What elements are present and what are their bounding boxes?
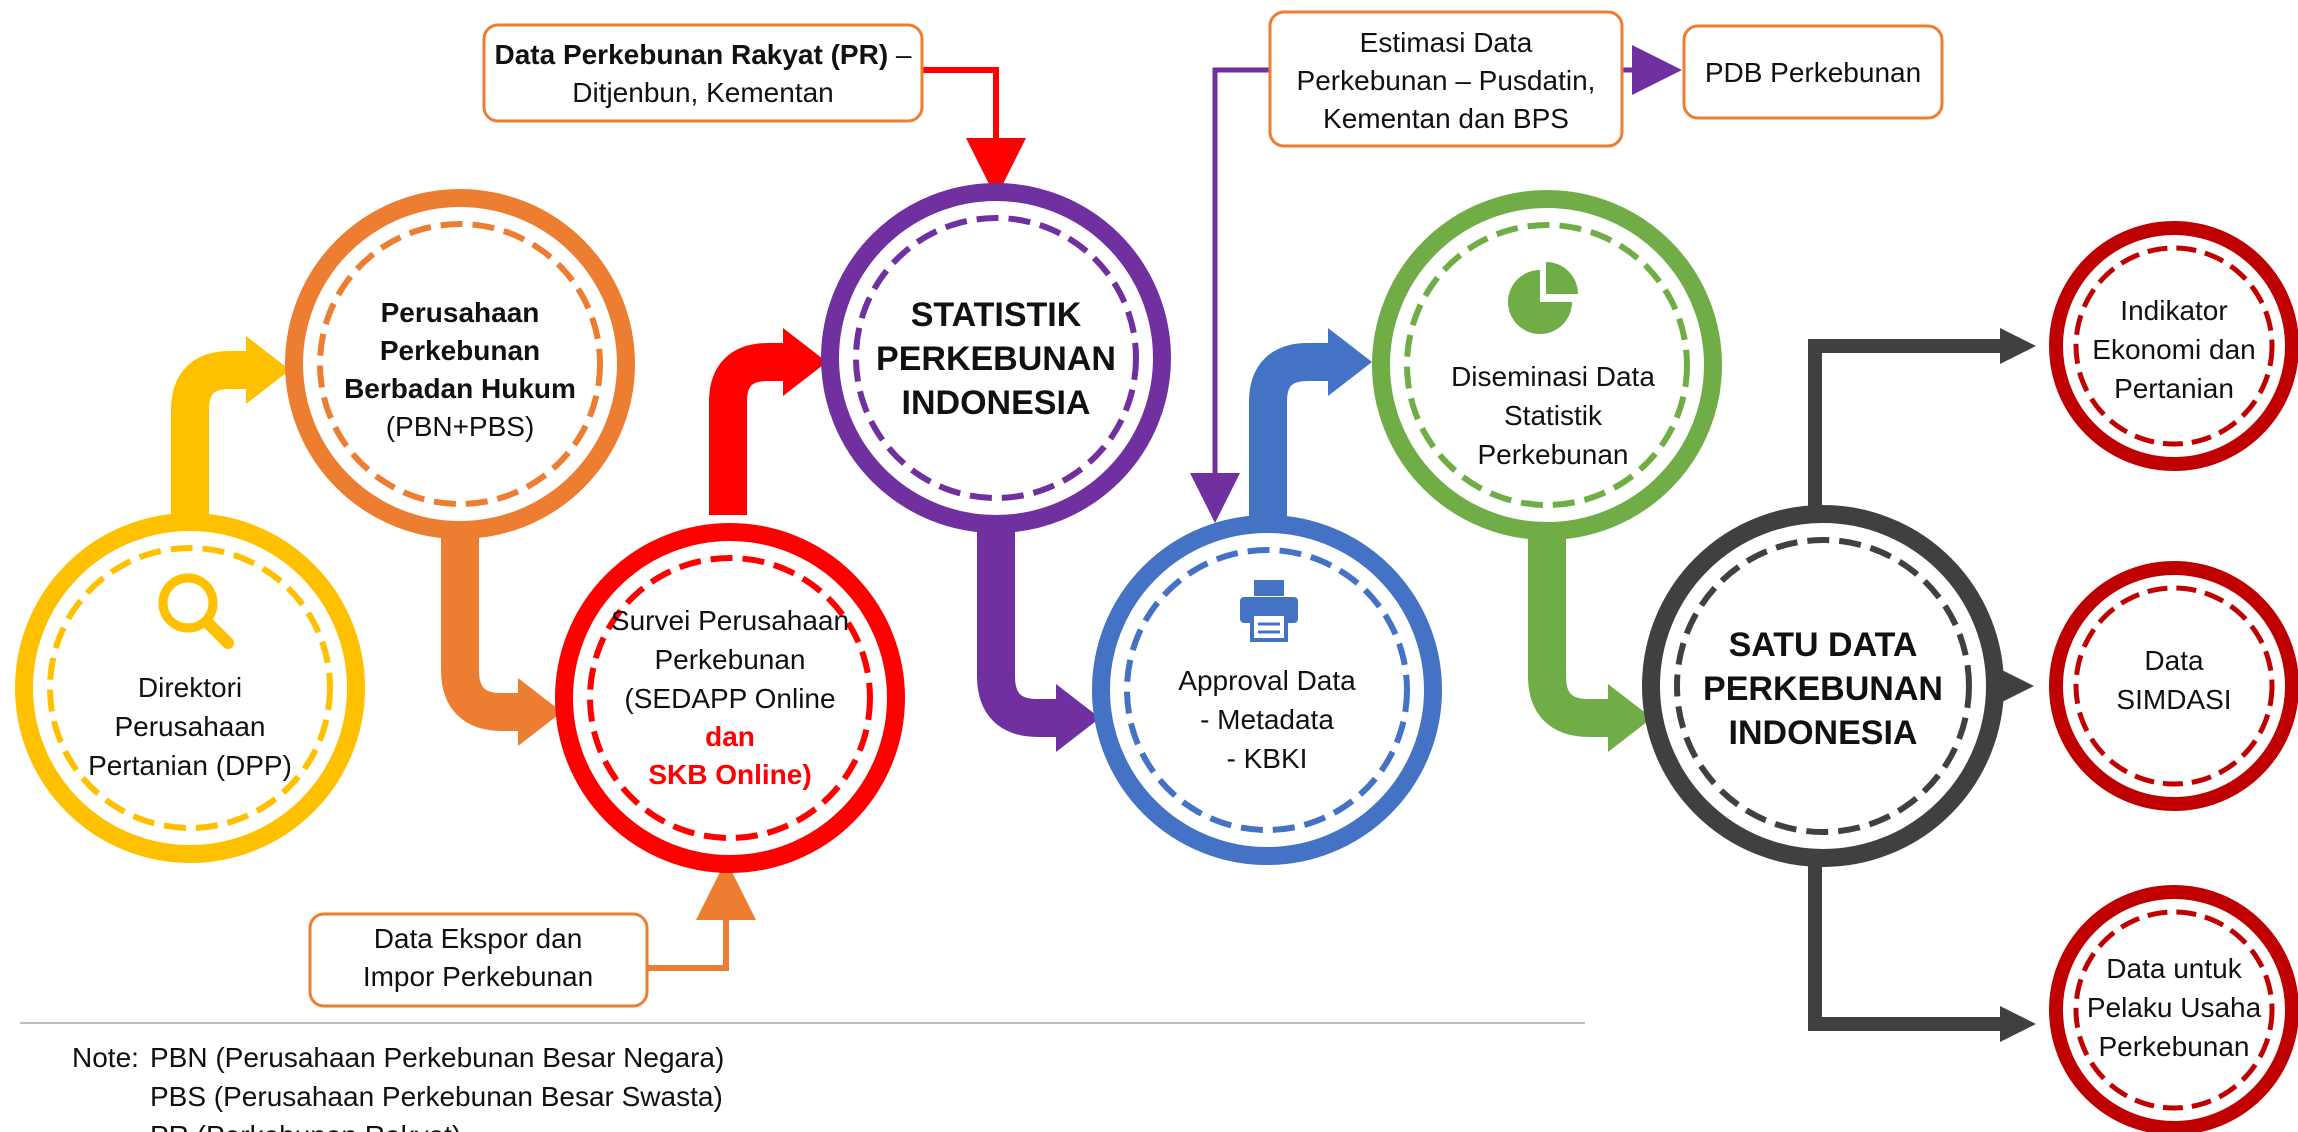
rakyat-line-1-dash: – [888, 39, 912, 70]
estimasi-line-2: Perkebunan – Pusdatin, [1297, 65, 1596, 96]
survei-line-5: SKB Online) [648, 759, 811, 790]
approval-line-3: - KBKI [1227, 743, 1308, 774]
connector-statistik-to-approval [977, 530, 1100, 752]
pelaku-line-1: Data untuk [2106, 953, 2242, 984]
connector-survei-to-statistik [709, 328, 827, 515]
pdb-label: PDB Perkebunan [1705, 57, 1921, 88]
pbh-line-4: (PBN+PBS) [386, 411, 535, 442]
pbh-line-2: Perkebunan [380, 335, 540, 366]
node-survei: Survei Perusahaan Perkebunan (SEDAPP Onl… [555, 523, 905, 873]
node-diseminasi: Diseminasi Data Statistik Perkebunan [1372, 190, 1722, 540]
simdasi-line-1: Data [2144, 645, 2204, 676]
rakyat-line-1-bold: Data Perkebunan Rakyat (PR) [494, 39, 888, 70]
connector-estimasi-to-approval [1190, 67, 1270, 523]
rakyat-line-2: Ditjenbun, Kementan [572, 77, 834, 108]
box-pdb: PDB Perkebunan [1682, 24, 1944, 120]
statistik-line-1: STATISTIK [911, 296, 1082, 334]
estimasi-line-1: Estimasi Data [1360, 27, 1533, 58]
survei-line-1: Survei Perusahaan [611, 605, 849, 636]
connector-pbh-to-survei [441, 530, 562, 746]
satu-data-line-3: INDONESIA [1729, 714, 1918, 752]
box-rakyat: Data Perkebunan Rakyat (PR) – Ditjenbun,… [482, 23, 924, 123]
node-simdasi: Data SIMDASI [2049, 561, 2298, 811]
printer-icon [1240, 580, 1298, 642]
note: Note: PBN (Perusahaan Perkebunan Besar N… [72, 1042, 724, 1132]
connector-ekspor-to-survei [647, 860, 756, 971]
statistik-line-3: INDONESIA [902, 384, 1091, 422]
survei-line-2: Perkebunan [654, 644, 805, 675]
connector-satu-data-branches [1808, 328, 2036, 1042]
connector-dpp-to-pbh [171, 336, 290, 520]
diseminasi-line-3: Perkebunan [1477, 439, 1628, 470]
note-line-1: PBN (Perusahaan Perkebunan Besar Negara) [150, 1042, 724, 1073]
dpp-line-1: Direktori [138, 672, 242, 703]
note-line-2: PBS (Perusahaan Perkebunan Besar Swasta) [150, 1081, 723, 1112]
approval-line-2: - Metadata [1200, 704, 1334, 735]
rakyat-line-1: Data Perkebunan Rakyat (PR) – [494, 39, 911, 70]
magnifier-icon [158, 573, 234, 649]
satu-data-line-1: SATU DATA [1729, 626, 1918, 664]
pelaku-line-3: Perkebunan [2098, 1031, 2249, 1062]
connector-rakyat-to-statistik [922, 67, 1026, 198]
box-estimasi: Estimasi Data Perkebunan – Pusdatin, Kem… [1268, 10, 1624, 148]
indikator-line-1: Indikator [2120, 295, 2227, 326]
node-statistik: STATISTIK PERKEBUNAN INDONESIA [821, 183, 1171, 533]
statistik-line-2: PERKEBUNAN [876, 340, 1116, 378]
node-indikator: Indikator Ekonomi dan Pertanian [2049, 221, 2298, 471]
node-satu-data: SATU DATA PERKEBUNAN INDONESIA [1642, 505, 2004, 867]
node-dpp: Direktori Perusahaan Pertanian (DPP) [15, 513, 365, 863]
pelaku-line-2: Pelaku Usaha [2087, 992, 2262, 1023]
diseminasi-line-1: Diseminasi Data [1451, 361, 1655, 392]
note-line-3: PR (Perkebunan Rakyat) [150, 1120, 461, 1132]
node-pbh: Perusahaan Perkebunan Berbadan Hukum (PB… [285, 189, 635, 539]
simdasi-line-2: SIMDASI [2116, 684, 2231, 715]
note-prefix: Note: [72, 1042, 139, 1073]
estimasi-line-3: Kementan dan BPS [1323, 103, 1569, 134]
diseminasi-line-2: Statistik [1504, 400, 1603, 431]
survei-line-4: dan [705, 721, 755, 752]
connector-diseminasi-to-satu-data [1528, 535, 1652, 752]
survei-line-3: (SEDAPP Online [624, 683, 835, 714]
approval-line-1: Approval Data [1178, 665, 1356, 696]
dpp-line-2: Perusahaan [114, 711, 265, 742]
pie-chart-icon [1508, 262, 1578, 334]
indikator-line-3: Pertanian [2114, 373, 2234, 404]
connector-approval-to-diseminasi [1249, 328, 1372, 520]
box-ekspor: Data Ekspor dan Impor Perkebunan [308, 912, 649, 1008]
pbh-line-1: Perusahaan [381, 297, 540, 328]
satu-data-line-2: PERKEBUNAN [1703, 670, 1943, 708]
pbh-line-3: Berbadan Hukum [344, 373, 576, 404]
ekspor-line-2: Impor Perkebunan [363, 961, 593, 992]
dpp-line-3: Pertanian (DPP) [88, 750, 292, 781]
node-approval: Approval Data - Metadata - KBKI [1092, 515, 1442, 865]
node-pelaku: Data untuk Pelaku Usaha Perkebunan [2049, 885, 2298, 1132]
ekspor-line-1: Data Ekspor dan [374, 923, 583, 954]
indikator-line-2: Ekonomi dan [2092, 334, 2255, 365]
